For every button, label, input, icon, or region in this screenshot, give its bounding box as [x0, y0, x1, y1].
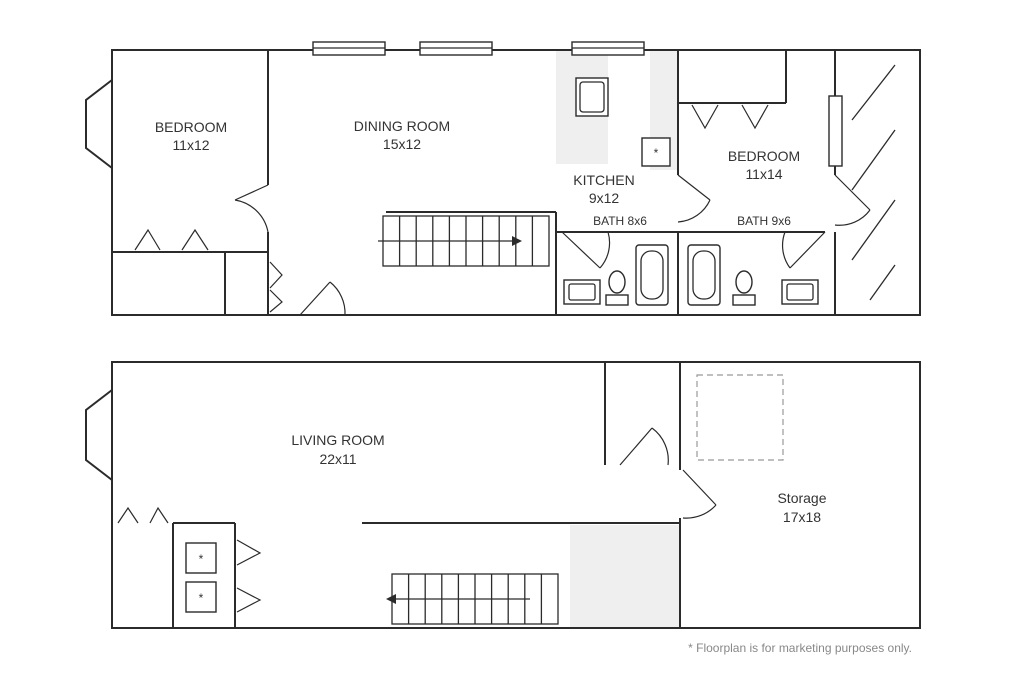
room-size-bedroom-right: 11x14 — [745, 166, 782, 182]
room-name-kitchen: KITCHEN — [573, 172, 634, 188]
room-name-bedroom-left: BEDROOM — [155, 119, 227, 135]
door-entry — [299, 281, 346, 316]
disclaimer-note: * Floorplan is for marketing purposes on… — [688, 641, 912, 655]
window-right — [828, 95, 843, 167]
bath2-fixtures — [687, 244, 819, 306]
closet-door-3 — [269, 261, 283, 289]
utility-box-2 — [185, 581, 217, 613]
door-lower-closet — [619, 427, 669, 466]
room-size-dining: 15x12 — [383, 136, 421, 152]
door-bath2 — [781, 231, 826, 269]
room-size-living: 22x11 — [319, 451, 356, 467]
skylight-outline — [696, 374, 784, 461]
utility-box-1-symbol: * — [199, 552, 204, 566]
lower-shade — [570, 525, 680, 628]
bay-window-lower — [85, 389, 113, 481]
stairs-lower — [386, 573, 559, 625]
utility-box-1 — [185, 542, 217, 574]
closet-door-5 — [691, 104, 719, 130]
balcony-hatch — [851, 64, 896, 301]
room-name-dining: DINING ROOM — [354, 118, 450, 134]
room-size-storage: 17x18 — [783, 509, 821, 525]
closet-door-lower-2 — [149, 506, 169, 524]
utility-box-2-symbol: * — [199, 591, 204, 605]
stairs-upper — [378, 215, 550, 267]
room-name-bedroom-right: BEDROOM — [728, 148, 800, 164]
upper-outer-wall — [111, 49, 921, 316]
closet-door-lower-4 — [236, 587, 262, 613]
bath1-fixtures — [563, 244, 669, 306]
bath-label-2: BATH 9x6 — [737, 214, 791, 228]
windows-top — [312, 41, 645, 56]
upper-floor: * BEDROOM 11x12 DINING ROOM 15x12 KITCHE… — [85, 41, 921, 316]
closet-door-4 — [269, 289, 283, 313]
lower-outer-wall — [111, 361, 921, 629]
kitchen-fixture-symbol: * — [654, 146, 659, 160]
closet-door-lower-1 — [117, 506, 139, 524]
kitchen-fixture — [641, 137, 671, 167]
door-bath1 — [561, 231, 611, 269]
room-size-bedroom-left: 11x12 — [172, 137, 209, 153]
room-name-living: LIVING ROOM — [291, 432, 384, 448]
bay-window-upper — [85, 79, 113, 169]
bath-label-1: BATH 8x6 — [593, 214, 647, 228]
kitchen-sink — [575, 77, 609, 117]
closet-door-2 — [181, 228, 209, 251]
room-name-storage: Storage — [777, 490, 826, 506]
room-size-kitchen: 9x12 — [589, 190, 620, 206]
door-bedroom-left — [234, 184, 269, 233]
door-kitchen — [677, 174, 711, 223]
door-bedroom-right — [834, 174, 871, 226]
lower-floor: * * LIVING ROOM 22x11 Storage 17x18 — [85, 361, 921, 629]
door-storage — [682, 469, 717, 519]
closet-door-1 — [134, 228, 161, 251]
closet-door-6 — [741, 104, 769, 130]
closet-door-lower-3 — [236, 539, 262, 566]
